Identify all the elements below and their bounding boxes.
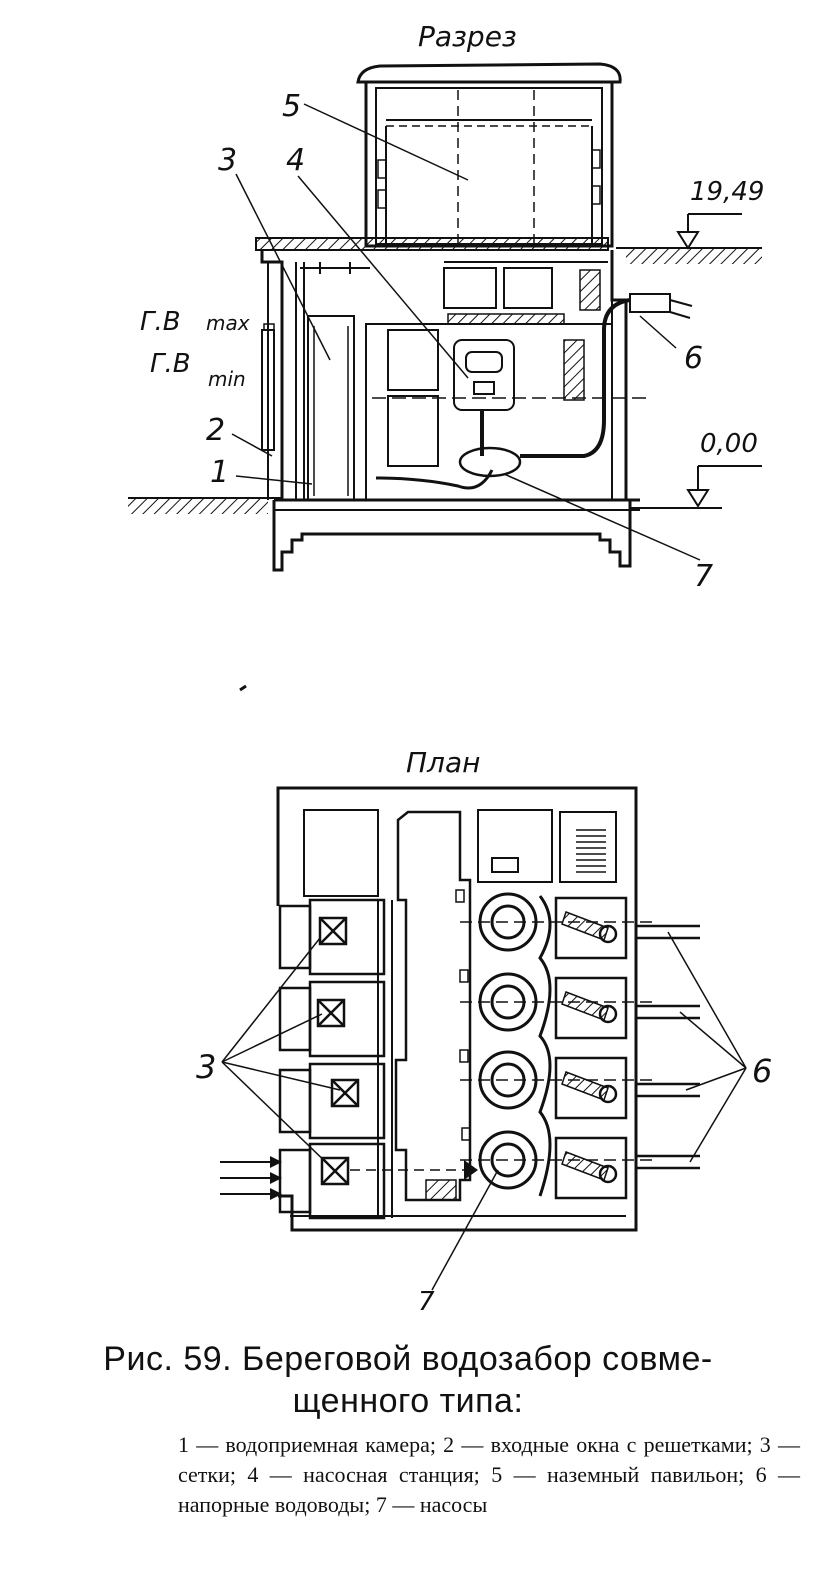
water-level-min-sub: min [208,367,246,391]
caption-line-2: щенного типа: [292,1382,524,1420]
elevation-top-label: 19,49 [690,177,764,207]
section-view: Разрез [128,20,764,594]
plan-view: План [196,746,772,1317]
section-callout-6: 6 [684,341,703,376]
figure-legend: 1 — водоприемная камера; 2 — входные окн… [178,1432,800,1517]
water-level-max-label: Г.В [140,307,181,337]
section-callout-1: 1 [210,455,229,490]
plan-callout-6: 6 [752,1052,772,1090]
pressure-chambers [554,896,628,1200]
elevation-mark-zero: 0,00 [686,429,762,508]
section-callout-4: 4 [286,143,305,178]
section-callout-2: 2 [206,413,225,448]
section-title: Разрез [418,20,517,53]
caption-line-1: Рис. 59. Береговой водозабор совме- [103,1340,713,1378]
pressure-pipes [636,924,700,1170]
water-level-max-sub: max [206,311,250,335]
ground-upper [626,248,762,264]
section-callout-5: 5 [282,89,301,124]
plan-callout-3: 3 [196,1048,216,1086]
underground-structure [260,250,693,572]
figure-caption-title: Рис. 59. Береговой водозабор совме- щенн… [0,1338,816,1422]
section-callout-3: 3 [218,143,237,178]
section-callout-7: 7 [694,559,713,594]
water-level-min-label: Г.В [150,349,191,379]
plan-callout-7: 7 [418,1287,435,1317]
elevation-mark-top: 19,49 [676,177,764,250]
pumps [455,889,652,1197]
ground-lower [128,498,268,514]
ground-pavilion [356,62,622,248]
inflow-arrows [220,1156,282,1200]
plan-title: План [406,746,480,779]
print-speck [239,684,247,692]
elevation-zero-label: 0,00 [700,429,758,459]
floor-slab [255,237,609,251]
